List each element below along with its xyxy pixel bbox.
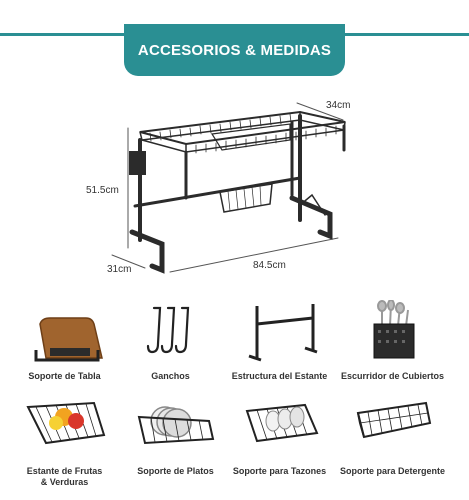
- accessory-plate-rack: Soporte de Platos: [117, 395, 234, 477]
- accessory-label: Soporte para Detergente: [339, 466, 446, 476]
- width-label: 84.5cm: [253, 260, 286, 271]
- accessory-label: Ganchos: [151, 371, 190, 381]
- hooks-icon: [146, 306, 190, 354]
- accessory-hooks: Ganchos: [112, 300, 229, 382]
- accessory-label: Soporte para Tazones: [232, 466, 327, 476]
- depth-bottom-label: 31cm: [107, 264, 132, 275]
- accessory-label: Soporte de Platos: [137, 466, 214, 476]
- accessory-frame: Estructura del Estante: [221, 300, 338, 382]
- depth-top-label: 34cm: [326, 100, 351, 111]
- cutlery-holder-icon: [373, 299, 415, 359]
- accessory-cutlery-holder: Escurridor de Cubiertos: [334, 299, 451, 382]
- detergent-basket-icon: [356, 401, 432, 439]
- accessory-label: Estante de Frutas & Verduras: [26, 466, 103, 487]
- accessory-label: Soporte de Tabla: [28, 371, 101, 381]
- accessory-label: Estructura del Estante: [231, 371, 328, 381]
- cutting-board-icon: [34, 317, 103, 362]
- accessory-bowl-rack: Soporte para Tazones: [221, 395, 338, 477]
- dish-rack-illustration: [111, 102, 346, 274]
- height-label: 51.5cm: [86, 185, 119, 196]
- plate-rack-icon: [137, 406, 215, 445]
- accessory-fruit-basket: Estante de Frutas & Verduras: [6, 395, 123, 488]
- accessory-detergent-basket: Soporte para Detergente: [334, 395, 451, 477]
- title-banner: ACCESORIOS & MEDIDAS: [124, 24, 345, 76]
- frame-icon: [248, 304, 318, 362]
- accessory-label: Escurridor de Cubiertos: [340, 371, 445, 381]
- bowl-rack-icon: [245, 403, 319, 443]
- accessory-cutting-board: Soporte de Tabla: [6, 300, 123, 382]
- page-title: ACCESORIOS & MEDIDAS: [137, 41, 332, 59]
- fruit-basket-icon: [26, 401, 106, 445]
